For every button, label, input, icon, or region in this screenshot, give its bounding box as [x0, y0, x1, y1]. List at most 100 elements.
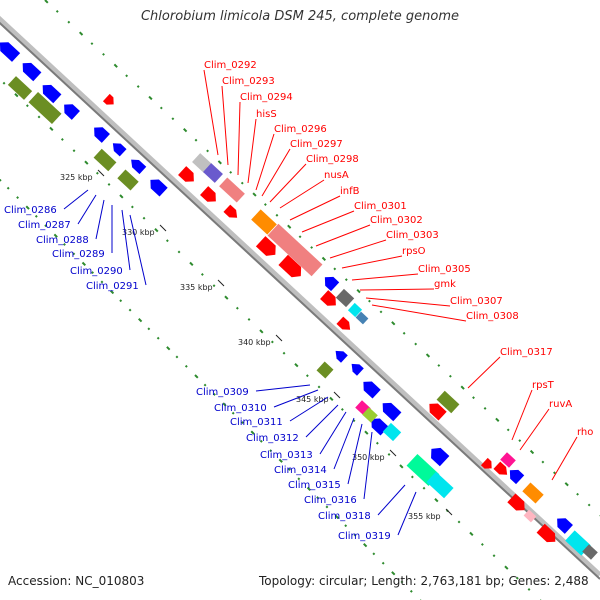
leader-line	[77, 194, 97, 225]
dot	[72, 252, 76, 256]
leader-line	[289, 195, 341, 221]
dot	[340, 408, 344, 411]
tick-label: 350 kbp	[352, 453, 385, 462]
leader-line	[129, 214, 147, 286]
dot	[269, 449, 273, 453]
dot	[259, 329, 264, 334]
feature-shape	[426, 471, 454, 499]
feature-shape	[316, 361, 334, 379]
dot	[344, 524, 348, 528]
dot	[72, 149, 76, 153]
reverse-gene	[0, 42, 21, 62]
feature-shape	[22, 62, 42, 82]
dot	[334, 514, 340, 520]
dot	[37, 115, 41, 119]
gene-label-clim_0288: Clim_0288	[36, 235, 89, 246]
feature-shape	[320, 290, 336, 306]
dot	[298, 235, 302, 239]
feature-shape	[278, 254, 302, 278]
dot	[217, 160, 222, 165]
dot	[91, 271, 94, 274]
dot	[102, 52, 105, 56]
dot	[109, 289, 115, 295]
dot	[147, 327, 151, 331]
dot	[294, 363, 299, 368]
dot	[317, 385, 321, 389]
tick-mark	[445, 508, 453, 516]
gene-label-clim_0297: Clim_0297	[290, 139, 343, 150]
tick-mark	[159, 224, 167, 232]
leader-line	[269, 163, 307, 203]
forward-gene	[178, 166, 194, 182]
dot	[166, 346, 171, 351]
dot	[275, 213, 279, 217]
olive-feature	[316, 361, 334, 379]
dot	[247, 318, 251, 321]
tick-label: 325 kbp	[60, 173, 93, 182]
feature-shape	[436, 390, 460, 414]
dot	[375, 441, 379, 445]
gene-label-clim_0305: Clim_0305	[418, 264, 471, 275]
dot	[391, 321, 396, 326]
dot	[148, 95, 153, 101]
leader-line	[551, 436, 578, 481]
feature-shape	[223, 204, 238, 218]
feature-shape	[363, 381, 381, 399]
dot	[156, 336, 160, 340]
gene-label-clim_0289: Clim_0289	[52, 249, 105, 260]
feature-shape	[362, 407, 378, 423]
feature-shape	[150, 179, 168, 197]
cyan-feature	[347, 302, 363, 318]
dot	[63, 243, 66, 246]
dot	[518, 439, 522, 443]
dot	[44, 0, 49, 4]
feature-shape	[7, 76, 33, 100]
gene-label-clim_0317: Clim_0317	[500, 347, 553, 358]
olive-feature	[117, 169, 139, 191]
feature-shape	[324, 276, 340, 292]
olive-feature	[436, 390, 460, 414]
cyan-feature	[382, 422, 402, 442]
dot	[165, 239, 169, 243]
gene-label-clim_0286: Clim_0286	[4, 205, 57, 216]
gene-label-infb: infB	[340, 186, 360, 197]
leader-line	[247, 118, 257, 184]
dot	[229, 170, 233, 174]
dot	[84, 160, 89, 165]
feature-shape	[64, 104, 80, 120]
feature-shape	[94, 127, 110, 143]
feature-shape	[93, 148, 117, 172]
reverse-gene	[94, 127, 110, 143]
gene-label-hiss: hisS	[256, 109, 277, 120]
leader-line	[273, 389, 319, 408]
gene-label-clim_0287: Clim_0287	[18, 220, 71, 231]
feature-shape	[131, 159, 147, 175]
feature-shape	[102, 93, 114, 105]
feature-shape	[335, 288, 355, 308]
dot	[287, 224, 292, 229]
lightpink-feature	[523, 509, 537, 523]
olive-feature	[7, 76, 33, 100]
reverse-gene	[509, 469, 525, 485]
forward-gene	[320, 290, 336, 306]
reverse-gene	[363, 381, 381, 399]
dot	[6, 186, 10, 190]
dot	[119, 194, 124, 199]
dot	[515, 576, 519, 580]
reverse-gene	[557, 518, 573, 534]
feature-shape	[203, 163, 223, 183]
dot	[414, 342, 418, 346]
gene-label-clim_0311: Clim_0311	[230, 417, 283, 428]
forward-gene	[223, 204, 238, 218]
dot	[44, 224, 48, 228]
forward-gene	[278, 254, 302, 278]
gene-label-clim_0312: Clim_0312	[246, 433, 299, 444]
dot	[480, 543, 484, 546]
dot	[128, 308, 132, 312]
reverse-gene	[22, 62, 42, 82]
feature-shape	[335, 350, 348, 363]
reverse-gene	[131, 159, 147, 175]
dot	[81, 261, 87, 267]
dot	[297, 477, 301, 481]
gene-label-rpso: rpsO	[402, 246, 426, 257]
